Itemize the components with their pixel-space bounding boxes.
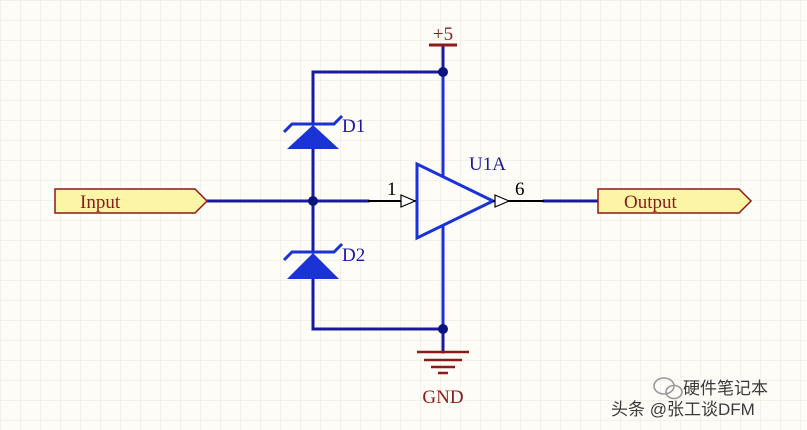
wires xyxy=(205,44,600,354)
amplifier-u1a: U1A 1 6 xyxy=(368,154,544,241)
port-output-label: Output xyxy=(624,192,678,213)
diode-d2-cathode xyxy=(282,242,344,262)
watermark-attribution: 头条 @张工谈DFM xyxy=(611,400,755,419)
amp-triangle xyxy=(415,161,497,241)
port-input-shape xyxy=(54,188,209,214)
junction-input xyxy=(308,196,318,206)
diode-d2-body xyxy=(287,253,339,279)
port-output-shape xyxy=(597,188,753,214)
ground-label: GND xyxy=(422,387,463,408)
ground-symbol xyxy=(417,350,469,375)
wechat-icon xyxy=(653,377,683,400)
junction-top-right xyxy=(438,67,448,77)
port-input-label: Input xyxy=(80,192,121,213)
amp-pin1-arrow xyxy=(400,194,417,208)
diode-d1-body xyxy=(287,125,339,149)
diode-d1: D1 xyxy=(282,114,365,149)
diode-d2-ref: D2 xyxy=(342,245,365,266)
amp-pin6-arrow xyxy=(494,194,511,208)
diode-d2: D2 xyxy=(282,242,365,279)
junctions xyxy=(308,67,448,334)
junction-bottom-right xyxy=(438,324,448,334)
power-label: +5 xyxy=(433,24,453,45)
watermark: 硬件笔记本 头条 @张工谈DFM xyxy=(611,377,768,419)
port-input: Input xyxy=(54,188,209,214)
amp-pin6-number: 6 xyxy=(515,179,525,200)
diode-d1-cathode xyxy=(282,114,344,134)
port-output: Output xyxy=(597,188,753,214)
power-symbol: +5 xyxy=(429,24,457,47)
amp-ref: U1A xyxy=(469,154,506,175)
diode-d1-ref: D1 xyxy=(342,116,365,137)
watermark-brand: 硬件笔记本 xyxy=(683,379,768,398)
amp-pin1-number: 1 xyxy=(387,179,397,200)
